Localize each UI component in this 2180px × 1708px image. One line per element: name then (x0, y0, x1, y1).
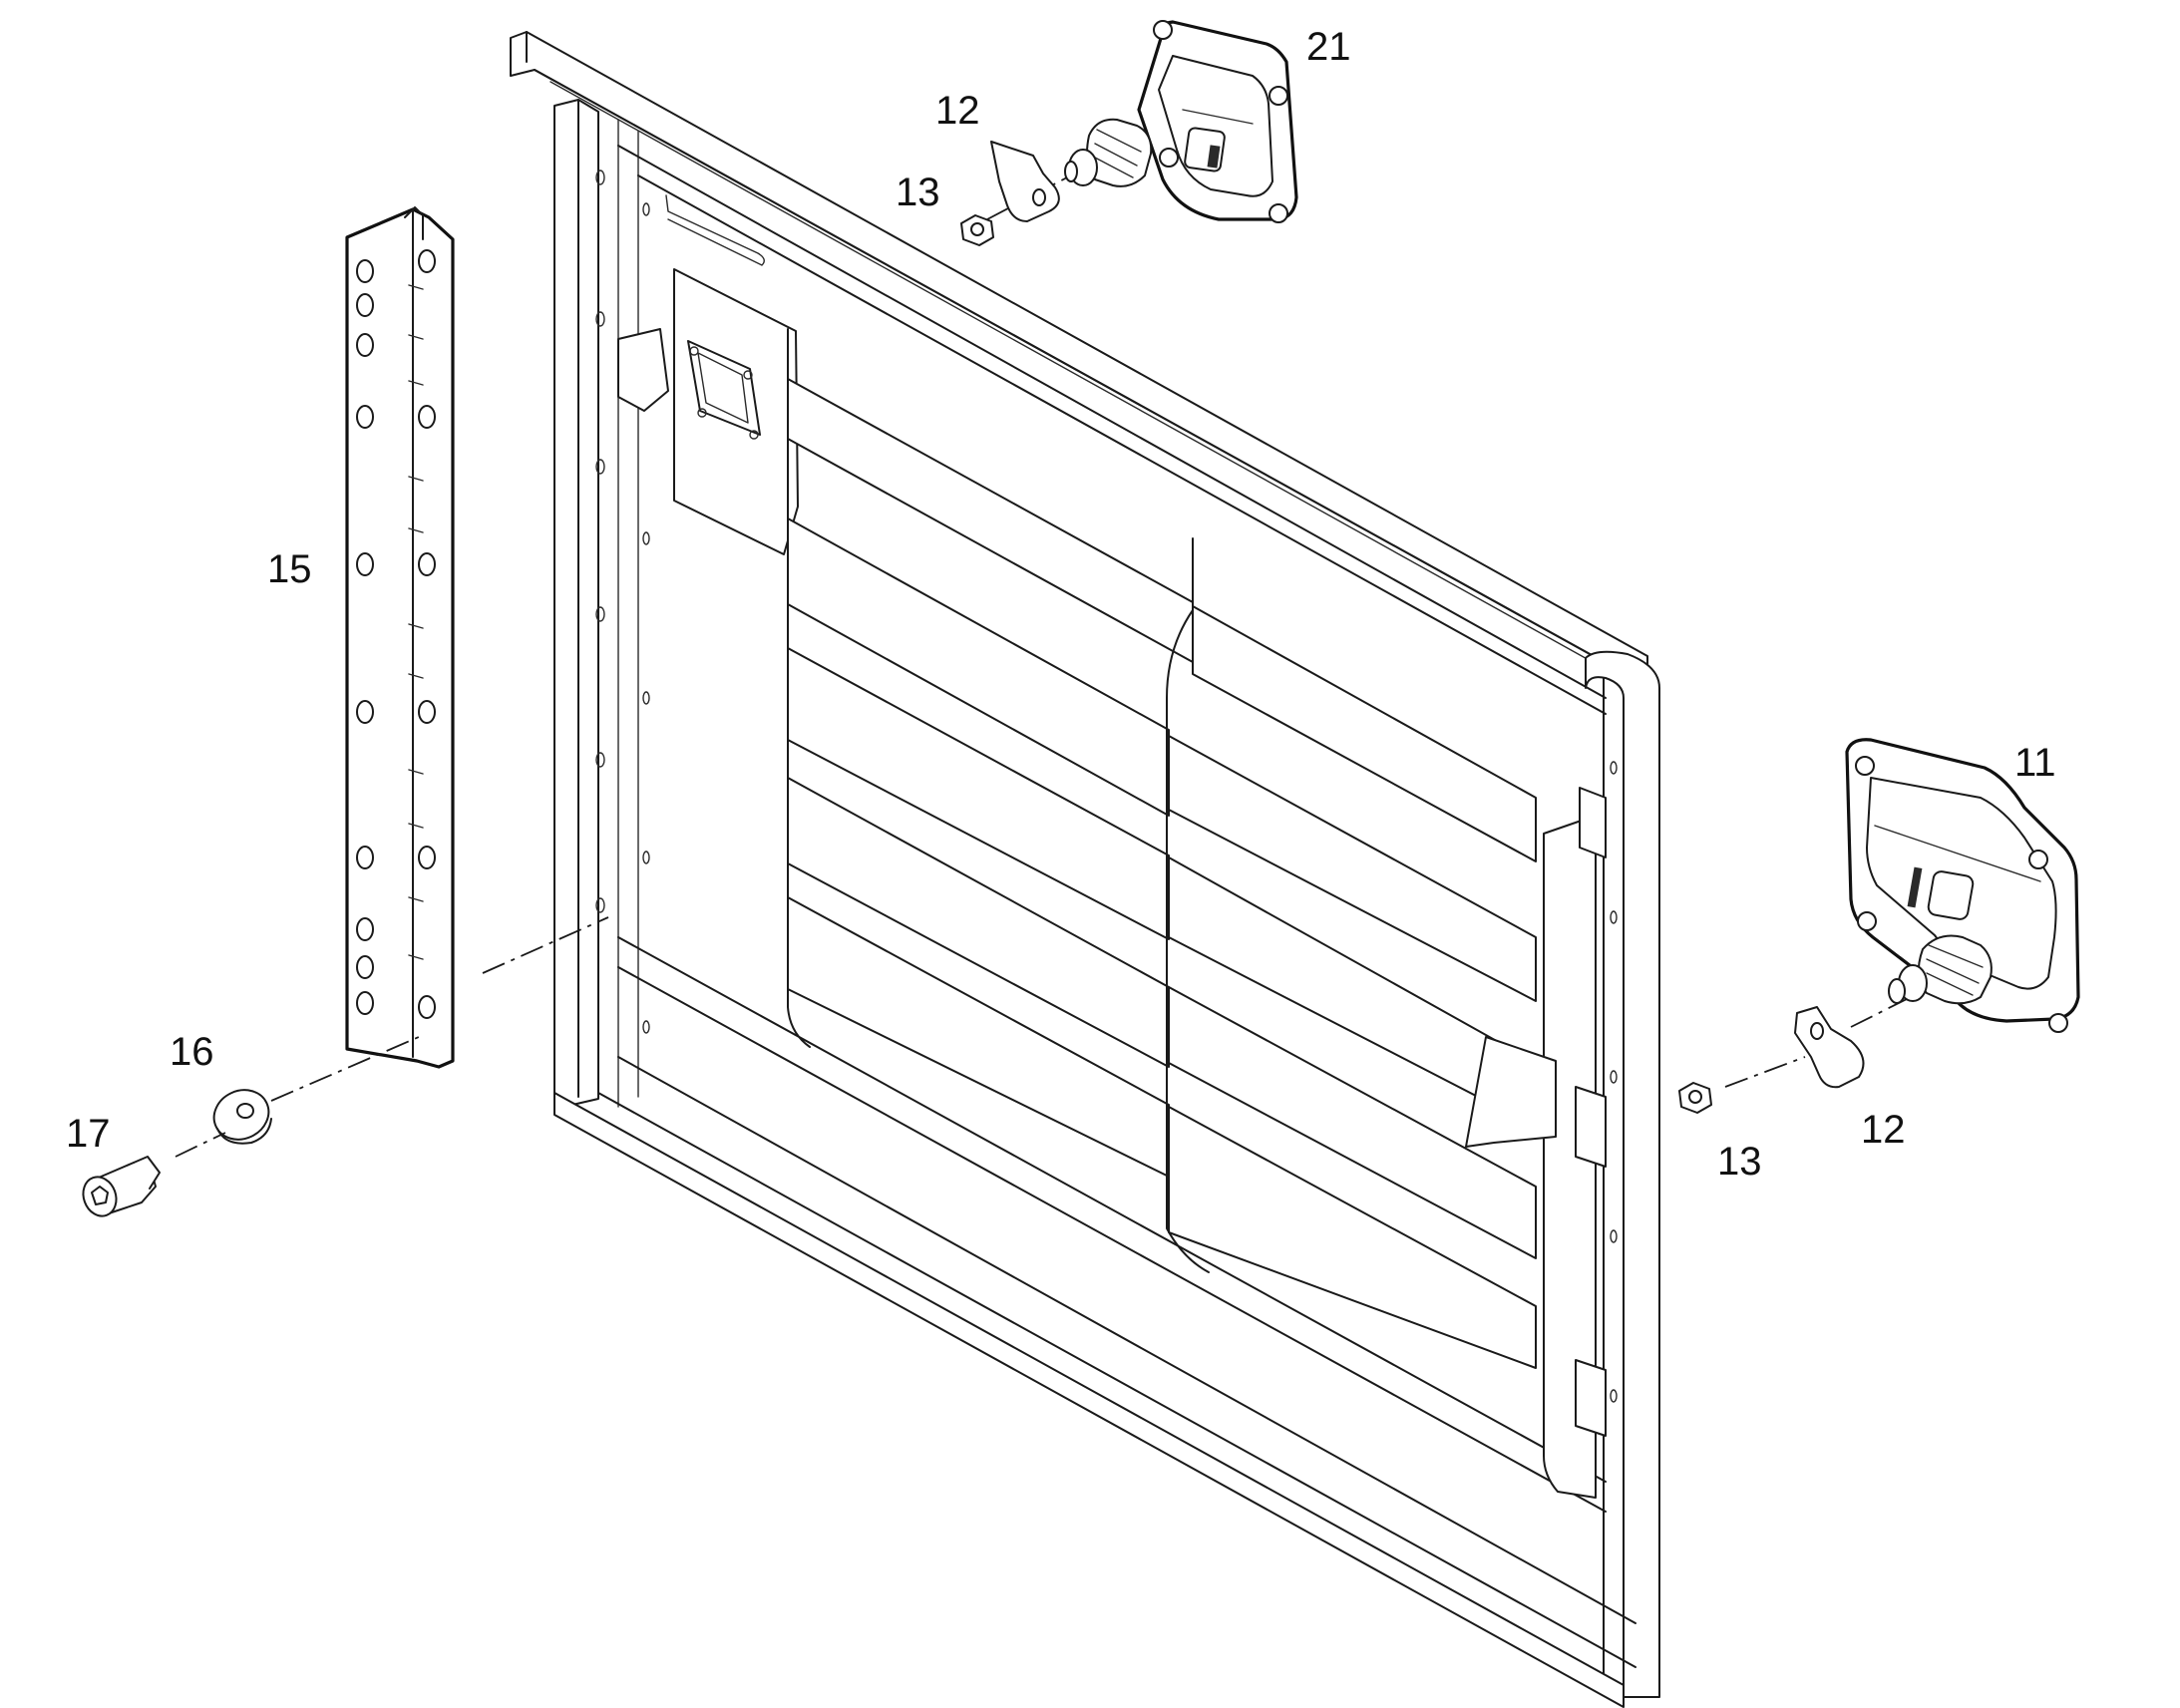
nut-part-13-top (960, 214, 994, 246)
callout-12-top: 12 (935, 89, 980, 133)
callout-21: 21 (1306, 25, 1351, 69)
latch-hook (665, 194, 765, 266)
callout-15: 15 (267, 547, 312, 591)
bolt-part-17 (82, 1156, 161, 1217)
callout-13-right: 13 (1717, 1140, 1762, 1184)
callout-13-top: 13 (896, 171, 940, 214)
nut-part-13-right (1678, 1082, 1712, 1114)
lamp-part-11 (1845, 738, 2080, 1033)
louvers-right (1166, 537, 1537, 1369)
hinge-bar-part-15 (345, 206, 455, 1069)
bracket-part-12-right (1794, 1006, 1865, 1089)
lamp-part-21 (1064, 20, 1298, 223)
louvers-left (787, 328, 1194, 1178)
post-holes (595, 170, 1618, 1403)
callout-17: 17 (66, 1112, 111, 1156)
callout-16: 16 (170, 1030, 214, 1074)
callout-11: 11 (2014, 741, 2056, 785)
bracket-part-12-top (990, 141, 1060, 222)
door-frame (510, 31, 1660, 1708)
hinge-bar-holes (356, 249, 436, 1019)
washer-part-16 (212, 1089, 272, 1145)
callout-labels: 21 12 13 15 16 17 11 12 13 (66, 25, 2056, 1184)
right-channel (1465, 787, 1607, 1499)
callout-12-right: 12 (1861, 1108, 1906, 1152)
lamp-mount-plate (617, 268, 799, 555)
